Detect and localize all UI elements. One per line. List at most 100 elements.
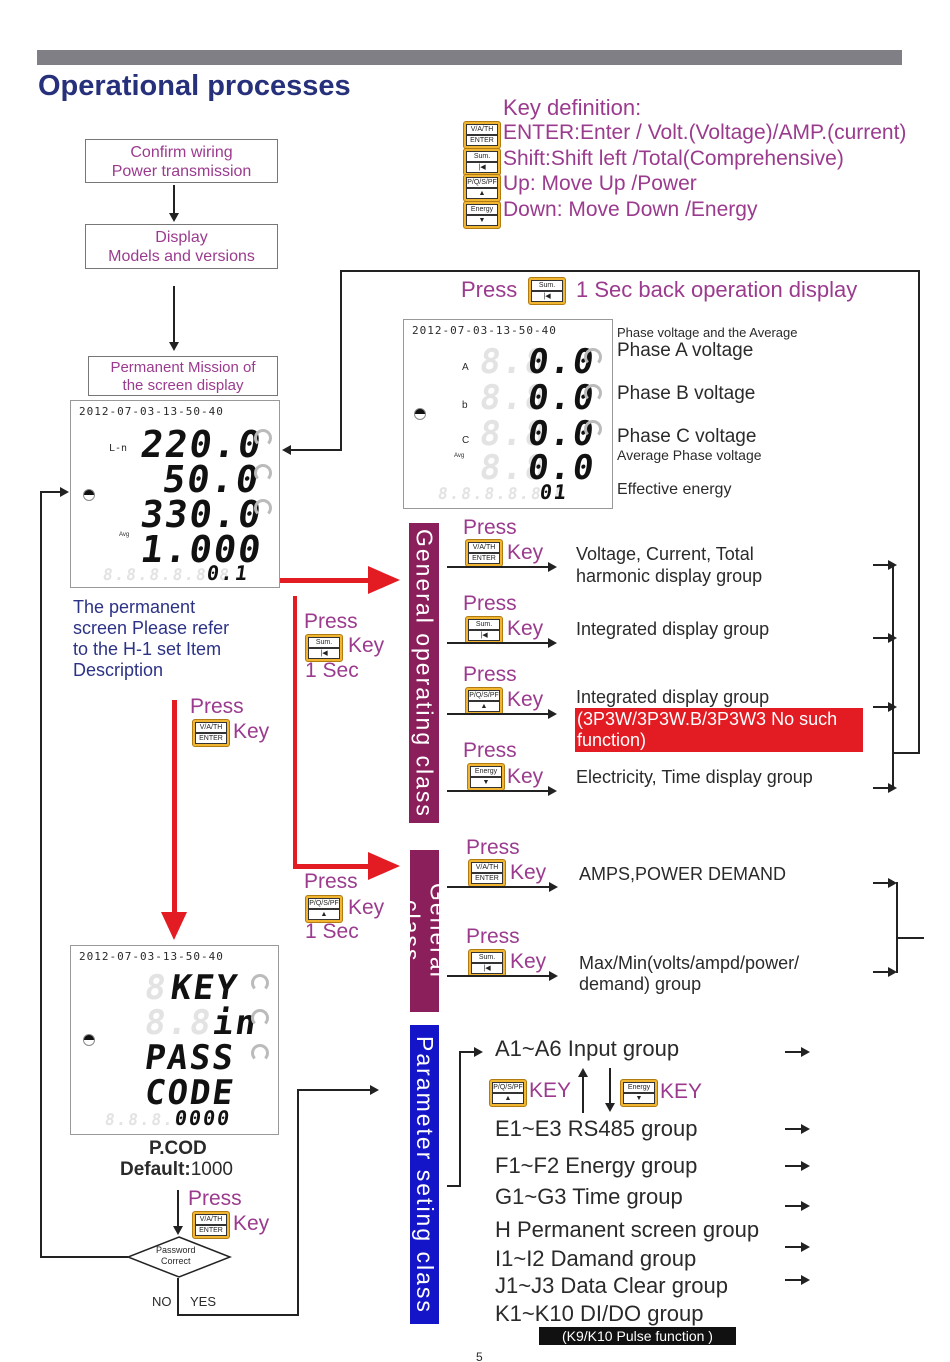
pcod-label: P.COD	[149, 1138, 207, 1159]
press-label: Press	[463, 739, 517, 762]
key-label: Key	[507, 688, 544, 711]
general-operating-band: General operating class	[409, 523, 439, 823]
press-shift-1sec: Press	[304, 610, 358, 633]
press-label: Press	[304, 870, 358, 893]
general-class-band: General class	[399, 850, 452, 1012]
arrow-right-icon	[801, 1124, 810, 1134]
arrow-right-icon	[888, 967, 897, 977]
key-label: Key	[348, 896, 385, 919]
down-key-icon: Energy▼	[467, 763, 505, 791]
key-label: Key	[510, 861, 547, 884]
lcd-row3: PASS	[142, 1038, 238, 1078]
key-label: Key	[233, 720, 270, 743]
load-gauge-icon	[584, 348, 602, 366]
lcd-small-value: 0000	[173, 1106, 233, 1130]
electricity-time-group: Electricity, Time display group	[576, 767, 813, 787]
lcd-datetime: 2012-07-03-13-50-40	[412, 324, 557, 337]
lcd-small-value: 01	[538, 480, 570, 504]
load-gauge-icon	[584, 384, 602, 402]
yes-label: YES	[190, 1294, 217, 1309]
key-label: Key	[507, 617, 544, 640]
down-key-icon: Energy▼	[620, 1079, 658, 1107]
lcd-datetime: 2012-07-03-13-50-40	[79, 950, 224, 963]
param-group-e: E1~E3 RS485 group	[495, 1116, 698, 1141]
shift-key-icon: Sum. Max.|◀	[468, 949, 506, 977]
one-sec-label: 1 Sec	[305, 659, 359, 682]
up-key-icon: P/Q/S/PF▲	[489, 1079, 527, 1107]
top-rule	[37, 50, 902, 65]
lcd-row1: KEY	[168, 968, 242, 1008]
press-label: Press	[463, 516, 517, 539]
integrated-display-group: Integrated display group	[576, 619, 770, 639]
amps-power-demand: AMPS,POWER DEMAND	[579, 864, 787, 884]
key-definition-heading: Key definition:	[503, 95, 642, 120]
key-label: Key	[507, 541, 544, 564]
lcd-quadrant-icon	[83, 1034, 95, 1046]
arrow-right-icon	[474, 1047, 483, 1057]
phase-c-label: Phase C voltage	[617, 426, 757, 447]
page-number: 5	[476, 1350, 483, 1362]
arrow-right-icon	[801, 1047, 810, 1057]
max-min-group: Max/Min(volts/ampd/power/demand) group	[579, 953, 800, 994]
arrow-right-icon	[801, 1161, 810, 1171]
arrow-right-icon	[548, 638, 557, 648]
param-group-j: J1~J3 Data Clear group	[495, 1273, 728, 1298]
parameter-setting-band: Parameter seting class	[410, 1025, 439, 1324]
lcd-phase-b: b	[462, 400, 468, 411]
load-gauge-icon	[251, 1009, 269, 1027]
arrow-right-icon	[801, 1242, 810, 1252]
arrow-left-icon	[282, 445, 291, 455]
press-label: Press	[188, 1187, 242, 1210]
phase-b-label: Phase B voltage	[617, 383, 756, 404]
press-label: Press	[463, 592, 517, 615]
effective-energy-label: Effective energy	[617, 481, 732, 498]
lcd-phase-screen: 2012-07-03-13-50-40 A b C Avg 8.8 0.0 8.…	[403, 319, 613, 509]
arrow-right-icon	[548, 709, 557, 719]
up-key-icon: P/Q/S/PF▲	[463, 174, 501, 202]
no-function-warning: (3P3W/3P3W.B/3P3W3 No such function)	[575, 708, 863, 752]
press-label: Press	[190, 695, 244, 718]
lcd-password-screen: 2012-07-03-13-50-40 8 KEY 8.8 in PASS CO…	[70, 945, 279, 1135]
key-up-label: KEY	[529, 1079, 572, 1102]
lcd-datetime: 2012-07-03-13-50-40	[79, 405, 224, 418]
arrow-right-icon	[888, 878, 897, 888]
arrow-right-icon	[60, 487, 69, 497]
arrow-right-icon	[801, 1201, 810, 1211]
red-arrow-right-icon	[368, 566, 400, 594]
press-label: Press	[461, 277, 518, 302]
load-gauge-icon	[251, 974, 269, 992]
load-gauge-icon	[584, 420, 602, 438]
enter-key-icon: V/A/TH DMENTER	[468, 859, 506, 887]
key-def-down: Down: Move Down /Energy	[503, 198, 758, 221]
key-down-label: KEY	[660, 1080, 703, 1103]
load-gauge-icon	[251, 1044, 269, 1062]
up-key-icon: P/Q/S/PF▲	[465, 687, 503, 715]
red-arrow-down-icon	[161, 912, 187, 940]
load-gauge-icon	[254, 499, 272, 517]
default-password: Default:1000	[120, 1159, 234, 1180]
password-check-diamond	[126, 1236, 232, 1278]
arrow-right-icon	[801, 1275, 810, 1285]
lcd-ln-label: L-n	[109, 443, 128, 454]
shift-key-icon: Sum. Max.|◀	[463, 148, 501, 176]
arrow-down-icon	[173, 1226, 183, 1235]
pulse-function-note: (K9/K10 Pulse function )	[539, 1327, 736, 1345]
lcd-permanent-screen: 2012-07-03-13-50-40 L-n 220.0 50.0 330.0…	[70, 400, 280, 588]
arrow-down-icon	[169, 342, 179, 351]
load-gauge-icon	[254, 429, 272, 447]
page-title: Operational processes	[38, 70, 351, 102]
param-group-h: H Permanent screen group	[495, 1217, 760, 1242]
arrow-right-icon	[549, 971, 558, 981]
param-group-a: A1~A6 Input group	[495, 1036, 680, 1061]
arrow-up-icon	[578, 1068, 588, 1077]
enter-key-icon: V/A/TH DMENTER	[192, 719, 230, 747]
enter-key-icon: V/A/TH DMENTER	[192, 1211, 230, 1239]
arrow-down-icon	[169, 213, 179, 222]
shift-key-icon: Sum. Max.|◀	[528, 277, 566, 305]
key-label: Key	[510, 950, 547, 973]
shift-key-icon: Sum. Max.|◀	[465, 616, 503, 644]
